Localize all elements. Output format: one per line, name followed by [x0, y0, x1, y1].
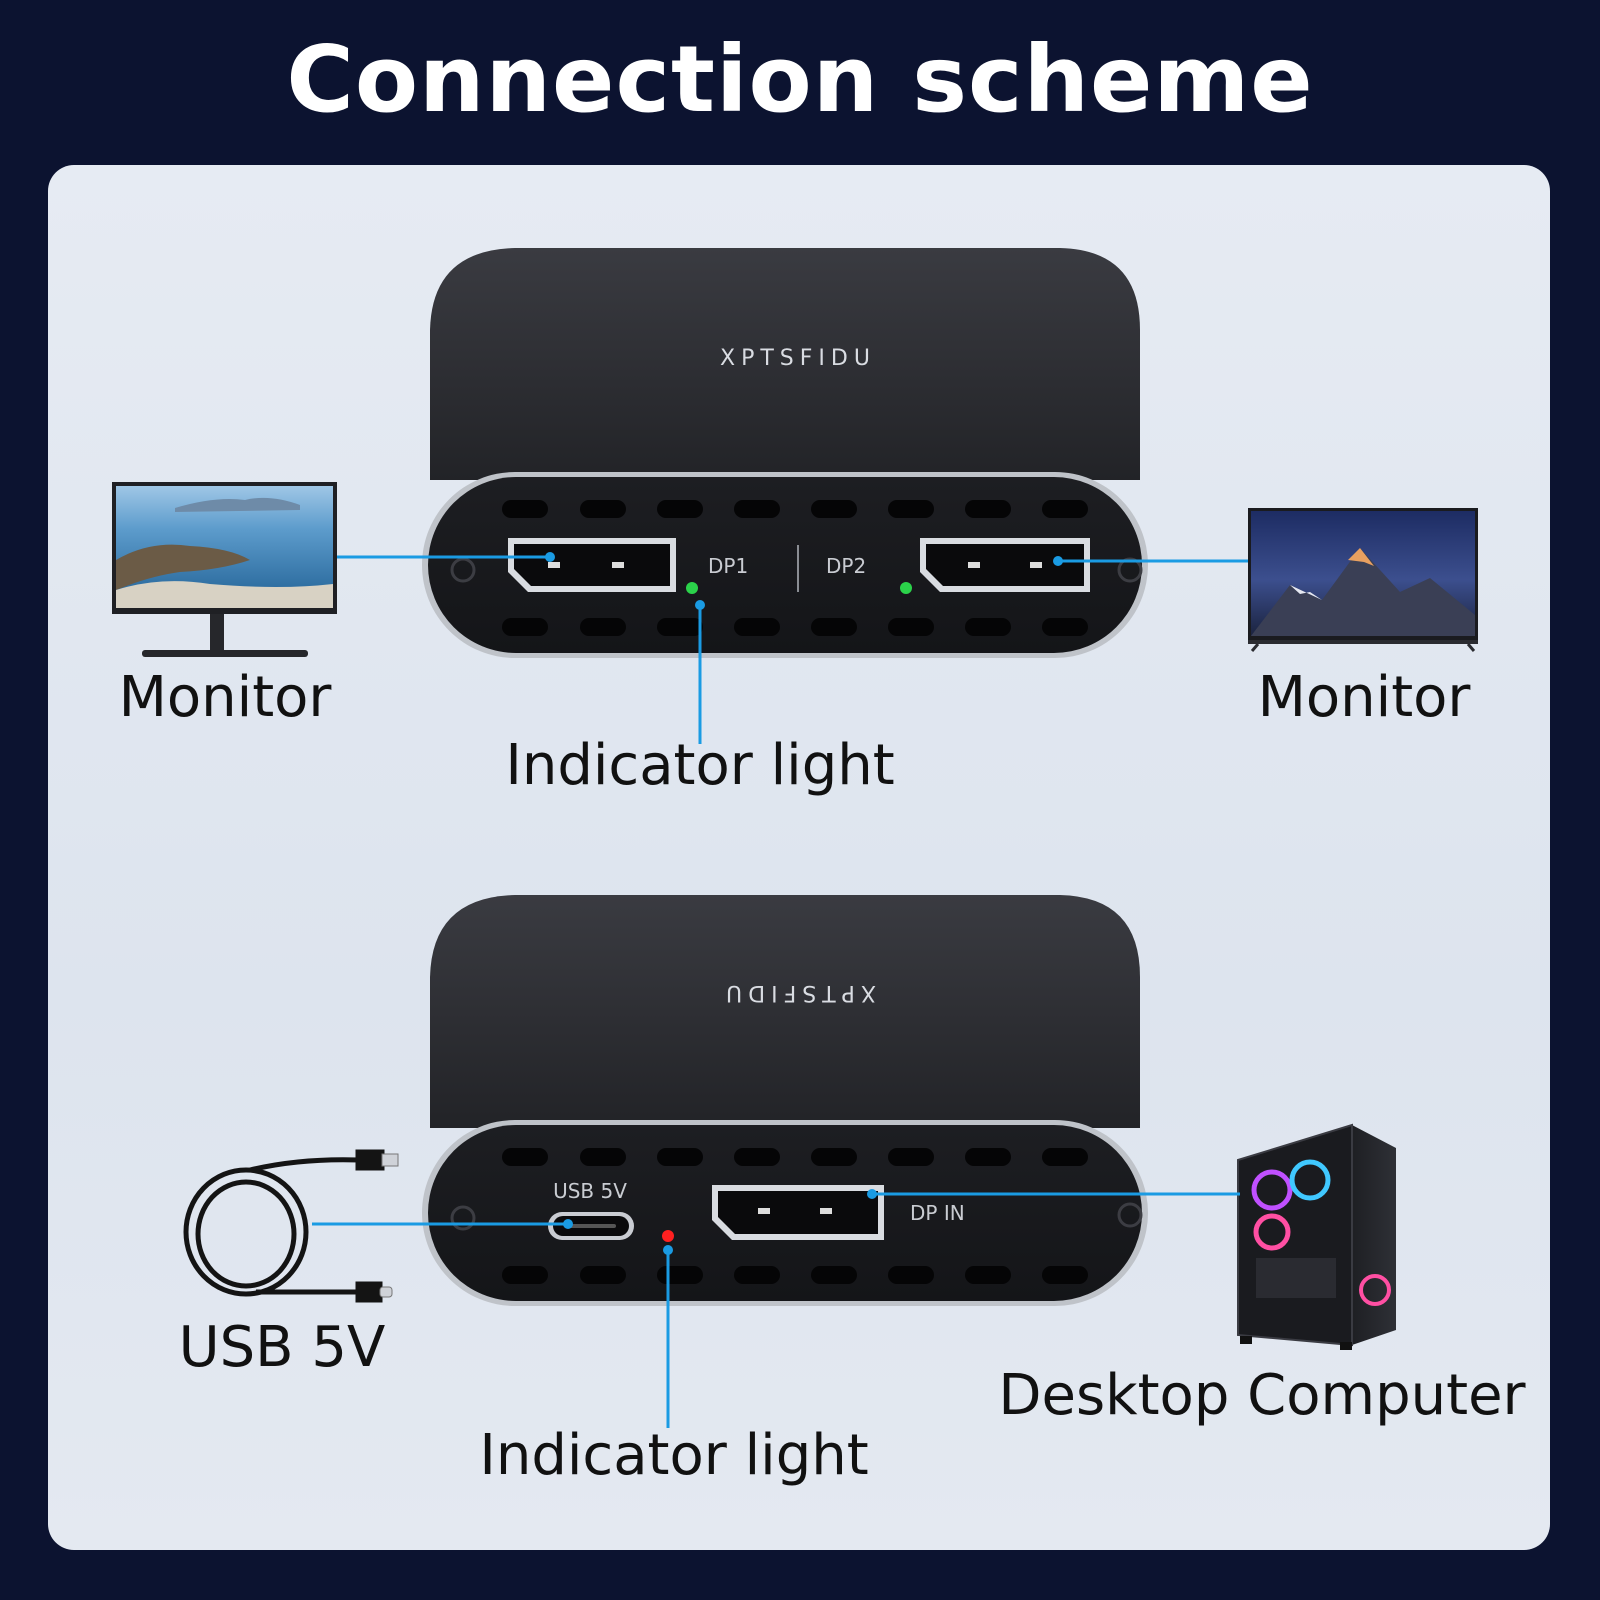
dp1-port — [508, 538, 676, 592]
usb-c-port — [548, 1212, 634, 1240]
usb-port-label: USB 5V — [553, 1179, 627, 1203]
indicator-light-dp2 — [900, 582, 912, 594]
screw-icon — [1117, 1202, 1143, 1228]
bottom-indicator-label: Indicator light — [479, 1423, 868, 1488]
top-indicator-label: Indicator light — [505, 733, 894, 798]
top-splitter-device: XPTSFIDU DP1 DP2 — [422, 248, 1148, 658]
left-monitor-label: Monitor — [119, 665, 333, 730]
dp-in-port — [712, 1185, 884, 1240]
dp2-port-label: DP2 — [826, 554, 866, 578]
desktop-computer-icon — [1237, 1123, 1396, 1350]
screw-icon — [450, 1205, 476, 1231]
bottom-connector-lines — [312, 1189, 1240, 1428]
indicator-light-dp1 — [686, 582, 698, 594]
indicator-light-power — [662, 1230, 674, 1242]
right-monitor-icon — [1248, 508, 1478, 652]
top-brand-text: XPTSFIDU — [720, 346, 876, 371]
screw-icon — [1117, 557, 1143, 583]
desktop-computer-label: Desktop Computer — [998, 1363, 1526, 1428]
usb-cable-icon — [183, 1149, 399, 1303]
page-title: Connection scheme — [286, 26, 1314, 133]
bottom-brand-text: XPTSFIDU — [720, 980, 876, 1005]
screw-icon — [450, 557, 476, 583]
right-monitor-label: Monitor — [1258, 665, 1472, 730]
top-connector-lines — [337, 552, 1248, 744]
bottom-splitter-device: XPTSFIDU USB 5V DP IN — [422, 895, 1148, 1306]
usb-cable-label: USB 5V — [179, 1315, 386, 1380]
dp1-port-label: DP1 — [708, 554, 748, 578]
top-vent-slots — [502, 500, 1088, 636]
dp-in-port-label: DP IN — [910, 1201, 965, 1225]
left-monitor-icon — [112, 482, 337, 657]
bottom-vent-slots — [502, 1148, 1088, 1284]
dp2-port — [920, 538, 1090, 592]
